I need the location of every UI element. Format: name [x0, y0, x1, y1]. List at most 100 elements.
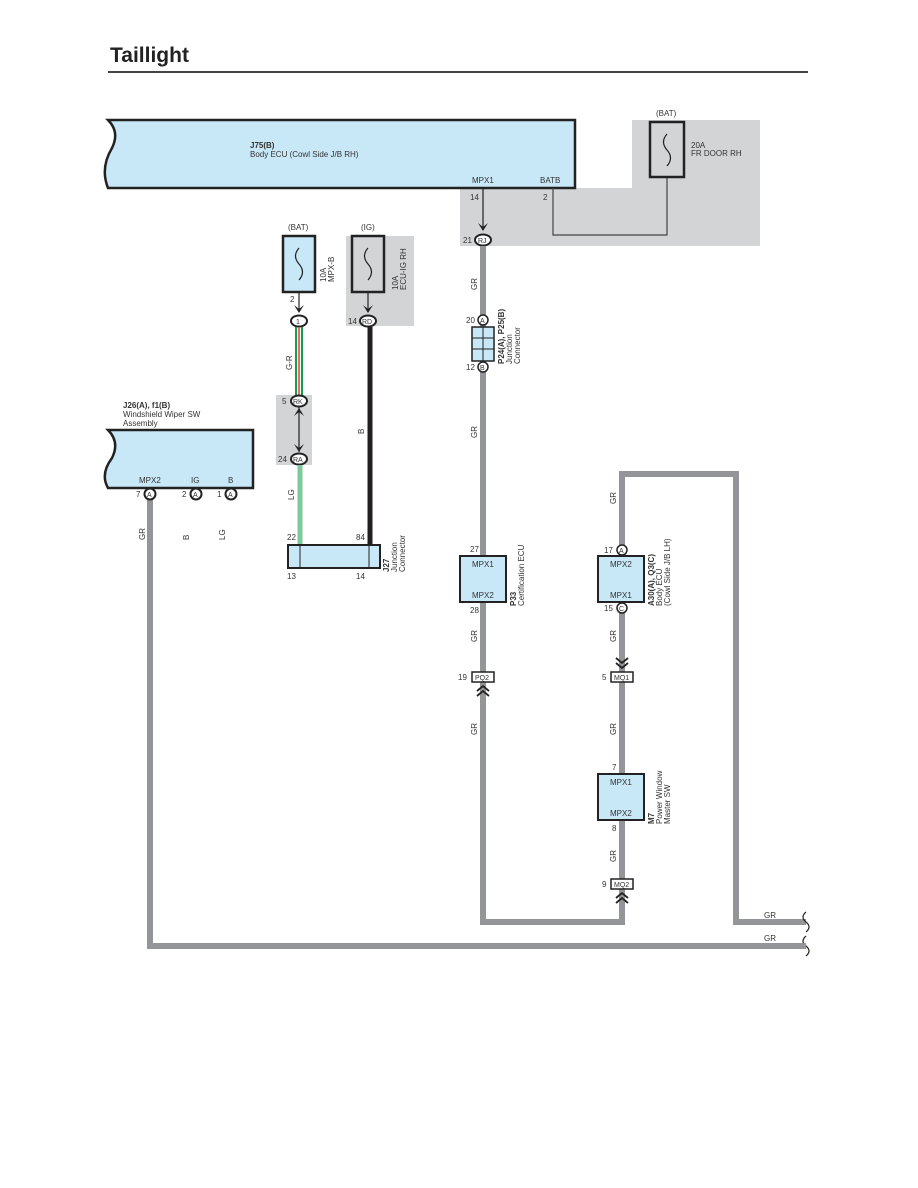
- j27-pin-13: 13: [287, 572, 296, 581]
- lh-pin-17: 17: [604, 546, 613, 555]
- fuse-fr-door-name: FR DOOR RH: [691, 149, 742, 158]
- cert-pin-27: 27: [470, 545, 479, 554]
- wiper-name1: Windshield Wiper SW: [123, 410, 201, 419]
- arrow-icon: [478, 223, 488, 231]
- wiper-label-ig: IG: [191, 476, 199, 485]
- body-ecu-rh-box: [103, 118, 577, 190]
- wire-label-gr-11: GR: [138, 528, 147, 540]
- body-ecu-lh-box: [597, 555, 645, 603]
- wiper-id: J26(A), f1(B): [123, 401, 170, 410]
- p24-pin-20: 20: [466, 316, 475, 325]
- wire-label-gr-4: GR: [470, 723, 479, 735]
- fuse-ecuig-source: (IG): [361, 223, 375, 232]
- j27-pin-22: 22: [287, 533, 296, 542]
- connector-mq2-pin: 9: [602, 880, 607, 889]
- p24-conn-b: B: [480, 365, 485, 372]
- lh-name2: (Cowl Side J/B LH): [663, 538, 672, 606]
- junction-j27-box: [287, 544, 381, 569]
- fuse-ecuig-icon: [363, 247, 373, 281]
- fuse-fr-door-icon: [662, 133, 672, 167]
- fuse-mpxb-rating: 10A: [319, 267, 328, 282]
- p24-conn-a: A: [480, 318, 485, 325]
- wire-label-gr-7: GR: [609, 723, 618, 735]
- connector-rj-pin: 21: [463, 236, 472, 245]
- j27-pin-84: 84: [356, 533, 365, 542]
- wiper-conn-2: A: [193, 492, 198, 499]
- pw-label-mpx2: MPX2: [610, 809, 632, 818]
- pw-label-mpx1: MPX1: [610, 778, 632, 787]
- connector-rj: [474, 233, 492, 247]
- wiper-name2: Assembly: [123, 419, 158, 428]
- pw-master-box: [597, 773, 645, 821]
- j27-id: J27: [382, 558, 391, 572]
- p24-pin-a: [477, 314, 489, 326]
- lh-id: A30(A), Q3(C): [647, 554, 656, 606]
- p24-name1: Junction: [505, 334, 514, 364]
- connector-pq2: [471, 671, 495, 683]
- p24-pin-b: [477, 361, 489, 373]
- connector-ra-pin: 24: [278, 455, 287, 464]
- wire-label-b-1: B: [357, 429, 366, 434]
- j27-name1: Junction: [390, 542, 399, 572]
- connector-rd-code: RD: [362, 319, 372, 326]
- arrow-icon: [294, 305, 304, 313]
- fuse-mpxb-icon: [294, 247, 304, 281]
- wiper-num-2: 2: [182, 490, 187, 499]
- j27-pin-14: 14: [356, 572, 365, 581]
- arrow-icon: [363, 305, 373, 313]
- cert-label-mpx2: MPX2: [472, 591, 494, 600]
- fuse-fr-door-box: [648, 120, 686, 179]
- wire-label-gr-9: GR: [764, 911, 776, 920]
- wiper-label-mpx2: MPX2: [139, 476, 161, 485]
- pin-label-batb: BATB: [540, 176, 560, 185]
- wiper-pin-2: [189, 487, 203, 501]
- arrow-icon: [294, 444, 304, 452]
- wire-label-gr-6: GR: [609, 630, 618, 642]
- lh-pin-15: 15: [604, 604, 613, 613]
- connector-mq1-code: MQ1: [614, 675, 629, 682]
- wiper-label-b: B: [228, 476, 233, 485]
- wiper-pin-7: [143, 487, 157, 501]
- cert-pin-28: 28: [470, 606, 479, 615]
- wire-label-lg-2: LG: [218, 529, 227, 540]
- connector-pq2-code: PQ2: [475, 675, 489, 682]
- double-chevron-icon: [615, 891, 629, 904]
- fuse-fr-door-source: (BAT): [656, 109, 677, 118]
- connector-rk-pin: 5: [282, 397, 287, 406]
- connector-mq2: [610, 878, 634, 890]
- cert-name: Certification ECU: [517, 544, 526, 606]
- pw-pin-7: 7: [612, 763, 617, 772]
- wire-label-gr-3: GR: [470, 630, 479, 642]
- lh-conn-a: A: [619, 548, 624, 555]
- p24-name2: Connector: [513, 327, 522, 364]
- p24-pin-12: 12: [466, 363, 475, 372]
- title-rule: [108, 71, 808, 73]
- shade-region-rk-ra: [276, 395, 312, 465]
- connector-1: [290, 314, 308, 328]
- pw-pin-8: 8: [612, 824, 617, 833]
- wire-break-icon: [802, 911, 810, 933]
- fuse-mpxb-source: (BAT): [288, 223, 309, 232]
- wire-gr-wiper-mpx2: [147, 499, 806, 949]
- double-chevron-icon: [615, 657, 629, 670]
- wiper-num-7: 7: [136, 490, 141, 499]
- connector-ra: [290, 452, 308, 466]
- fuse-mpxb-name: MPX-B: [327, 257, 336, 282]
- lh-label-mpx1: MPX1: [610, 591, 632, 600]
- pin-num-14: 14: [470, 193, 479, 202]
- connector-1-code: 1: [296, 319, 300, 326]
- connector-pq2-pin: 19: [458, 673, 467, 682]
- wire-label-gr-2: GR: [470, 426, 479, 438]
- body-ecu-rh-name: Body ECU (Cowl Side J/B RH): [250, 150, 359, 159]
- p24-id: P24(A), P25(B): [497, 309, 506, 364]
- j27-name2: Connector: [398, 535, 407, 572]
- pin-label-mpx1: MPX1: [472, 176, 494, 185]
- wire-g-r: [295, 327, 303, 396]
- connector-rj-code: RJ: [478, 238, 487, 245]
- junction-p24-box: [471, 326, 495, 362]
- wire-label-b-2: B: [182, 535, 191, 540]
- connector-mq2-code: MQ2: [614, 882, 629, 889]
- wiper-pin-1: [224, 487, 238, 501]
- connector-ra-code: RA: [293, 457, 303, 464]
